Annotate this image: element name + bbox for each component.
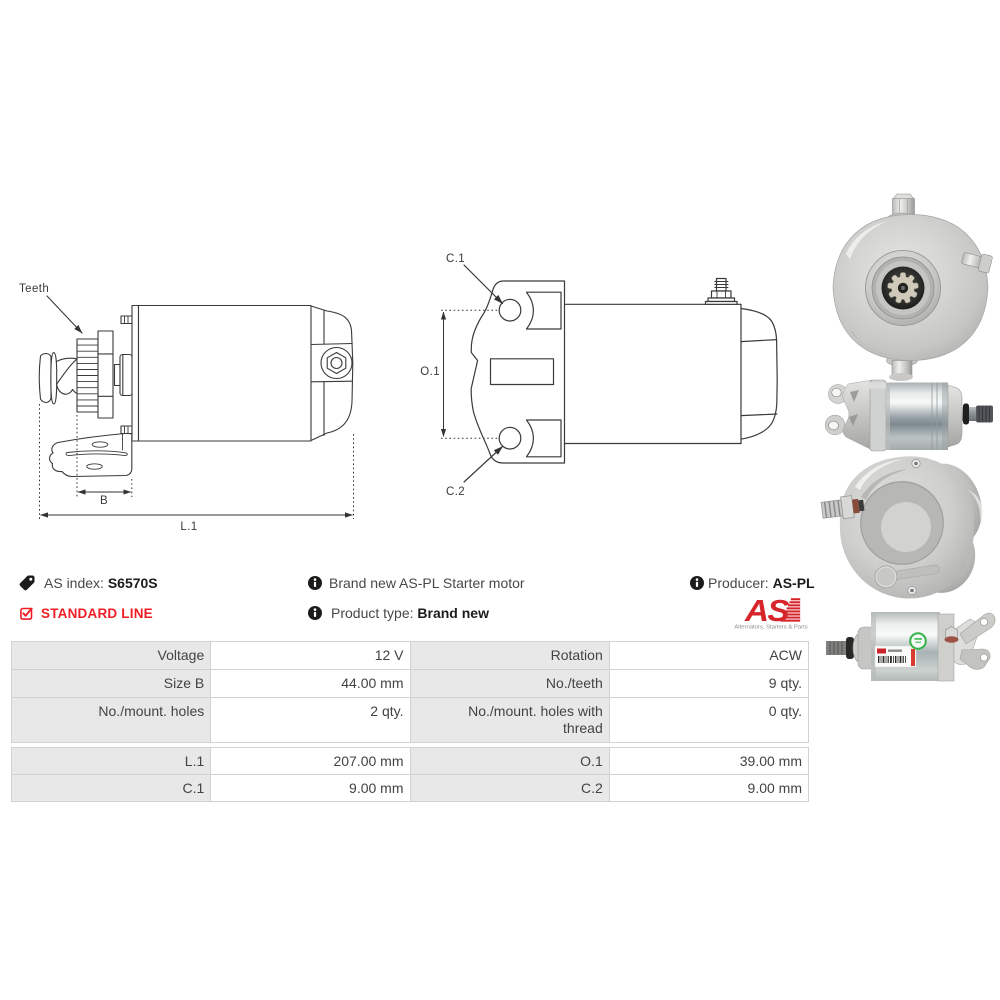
description-row: Brand new AS-PL Starter motor: [308, 574, 525, 592]
producer-value: AS-PL: [772, 575, 815, 591]
c1-dimension-label: C.1: [446, 253, 465, 265]
end-cap-bolt: [320, 346, 353, 380]
spec-value: 9 qty.: [609, 670, 809, 698]
as-index-text: AS index: S6570S: [44, 575, 158, 591]
spec-label: Size B: [12, 670, 212, 698]
as-index-row: AS index: S6570S: [19, 574, 158, 592]
spec-value: 9.00 mm: [211, 775, 411, 802]
o1-dimension-label: O.1: [420, 366, 440, 378]
c1-leader-arrow: [463, 264, 504, 305]
spec-value: 39.00 mm: [609, 748, 809, 775]
spec-table-section-main: Voltage 12 V Rotation ACW Size B 44.00 m…: [11, 641, 809, 743]
product-type-value: Brand new: [417, 605, 489, 621]
info-icon: [690, 576, 704, 590]
spec-value: 0 qty.: [609, 698, 809, 743]
spec-label: Voltage: [12, 642, 212, 670]
logo-tagline: Alternators, Starters & Parts: [734, 624, 807, 630]
info-icon: [308, 576, 322, 590]
spec-label: L.1: [12, 748, 212, 775]
spec-value: 2 qty.: [211, 698, 411, 743]
description-text: Brand new AS-PL Starter motor: [329, 575, 525, 591]
teeth-leader-arrow: [46, 295, 83, 334]
producer-text: Producer: AS-PL: [708, 575, 815, 591]
motor-body: [137, 304, 312, 442]
product-photo-label-view[interactable]: [818, 600, 998, 715]
spec-value: 44.00 mm: [211, 670, 411, 698]
spec-label: No./mount. holes with thread: [410, 698, 610, 743]
spec-value: 207.00 mm: [211, 748, 411, 775]
product-type-text: Product type: Brand new: [331, 605, 489, 621]
spec-value: 12 V: [211, 642, 411, 670]
as-pl-logo: AS Alternators, Starters & Parts: [734, 593, 807, 630]
b-dimension-label: B: [100, 495, 108, 507]
spec-label: No./mount. holes: [12, 698, 212, 743]
spec-table: Voltage 12 V Rotation ACW Size B 44.00 m…: [11, 641, 809, 802]
teeth-dimension-label: Teeth: [19, 283, 49, 295]
logo-text: AS: [744, 593, 790, 628]
technical-drawing-side-view: Teeth B L.1: [19, 283, 354, 533]
producer-row: Producer: AS-PL: [690, 574, 815, 592]
mount-hole-c2: [498, 426, 522, 450]
c2-leader-arrow: [463, 445, 504, 483]
spec-label: C.1: [12, 775, 212, 802]
spec-table-section-dimensions: L.1 207.00 mm O.1 39.00 mm C.1 9.00 mm C…: [11, 747, 809, 802]
info-icon: [308, 606, 322, 620]
spec-label: No./teeth: [410, 670, 610, 698]
standard-line-badge: STANDARD LINE: [41, 605, 153, 621]
technical-drawing-mount-view: C.1 O.1 C.2: [420, 253, 778, 498]
product-type-row: Product type: Brand new: [308, 604, 489, 622]
checkbox-checked-icon: [20, 607, 33, 620]
tag-icon: [19, 575, 35, 591]
spec-value: 9.00 mm: [609, 775, 809, 802]
mount-hole-c1: [498, 298, 522, 322]
as-index-value: S6570S: [107, 575, 158, 591]
logo-speed-stripes: [780, 598, 801, 622]
spec-label: O.1: [410, 748, 610, 775]
spec-label: Rotation: [410, 642, 610, 670]
product-photo-front-view[interactable]: [820, 160, 1000, 390]
product-photo-bracket-view[interactable]: [815, 448, 1000, 602]
c2-dimension-label: C.2: [446, 486, 465, 498]
standard-line-row: STANDARD LINE: [20, 604, 153, 622]
spec-value: ACW: [609, 642, 809, 670]
spec-label: C.2: [410, 775, 610, 802]
l1-dimension-label: L.1: [180, 521, 197, 533]
product-photo-side-view[interactable]: [815, 372, 1000, 455]
